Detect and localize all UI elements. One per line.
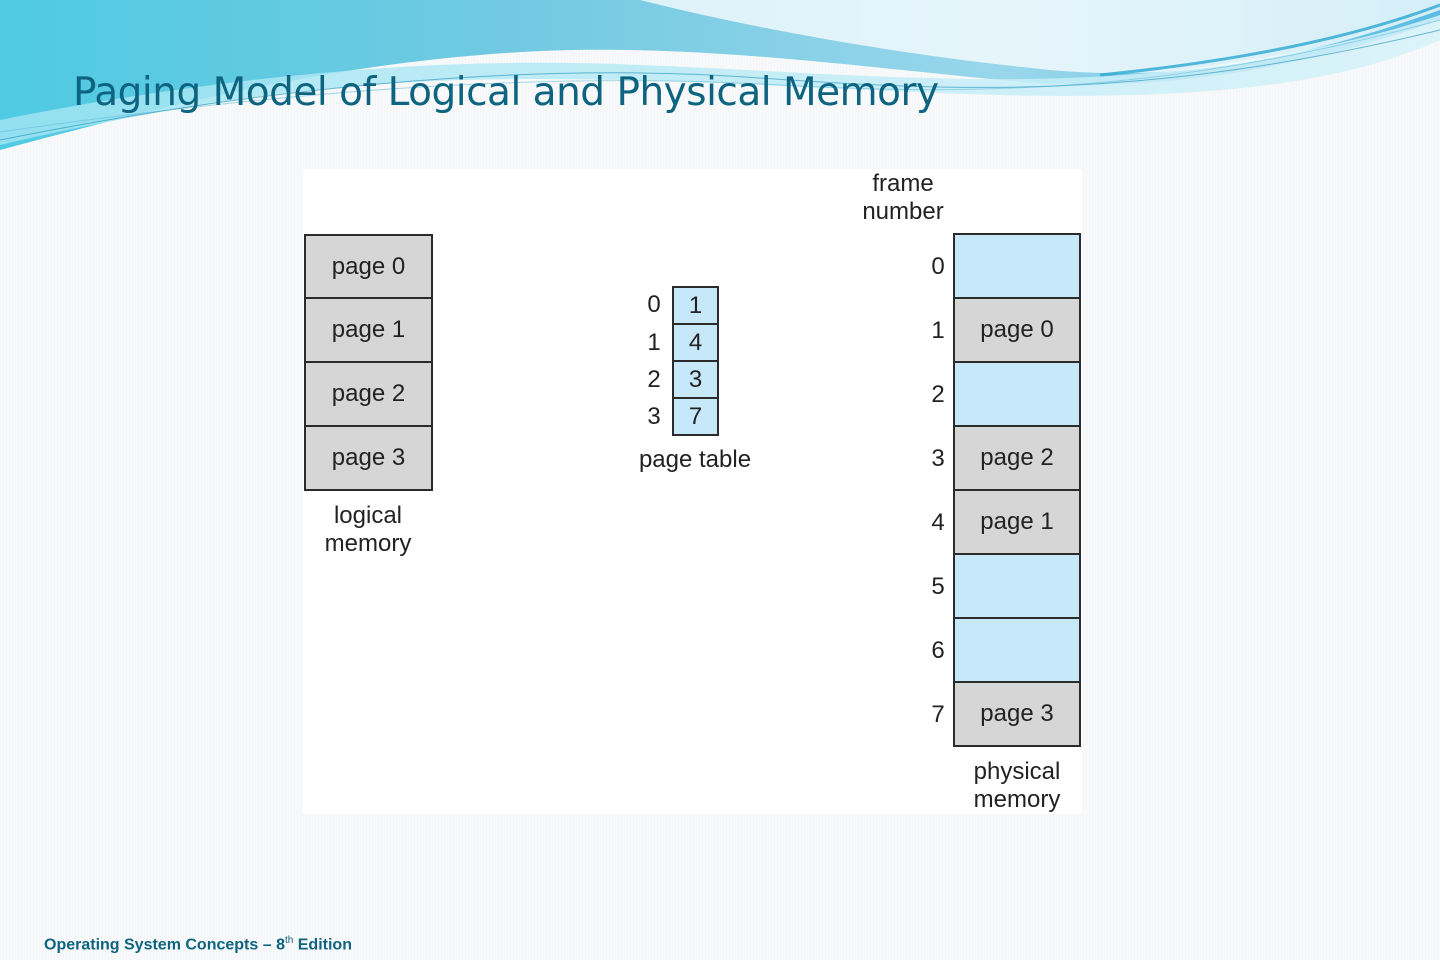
physical-frame-2 bbox=[953, 361, 1081, 427]
page-table-index: 3 bbox=[647, 403, 661, 430]
logical-page-0: page 0 bbox=[304, 234, 433, 299]
frame-number: 7 bbox=[931, 701, 945, 728]
frame-number-header-line2: number bbox=[862, 198, 944, 225]
logical-page-1: page 1 bbox=[304, 297, 433, 363]
frame-number: 2 bbox=[931, 381, 945, 408]
footer-suffix: Edition bbox=[293, 936, 352, 954]
physical-frame-6 bbox=[953, 617, 1081, 683]
frame-number: 0 bbox=[931, 253, 945, 280]
frame-number: 5 bbox=[931, 573, 945, 600]
frame-number: 4 bbox=[931, 509, 945, 536]
frame-number: 3 bbox=[931, 445, 945, 472]
footer-prefix: Operating System Concepts – 8 bbox=[44, 936, 285, 954]
logical-memory-caption-line2: memory bbox=[324, 530, 412, 557]
header-wave-decoration bbox=[0, 0, 1440, 150]
page-table-caption: page table bbox=[638, 446, 752, 473]
physical-frame-7: page 3 bbox=[953, 681, 1081, 747]
frame-number: 1 bbox=[931, 317, 945, 344]
physical-memory-caption-line1: physical bbox=[973, 758, 1061, 785]
logical-memory-caption-line1: logical bbox=[333, 502, 403, 529]
page-table-entry: 4 bbox=[672, 323, 719, 362]
physical-frame-4: page 1 bbox=[953, 489, 1081, 555]
frame-number-header-line1: frame bbox=[872, 170, 934, 197]
page-table-entry: 3 bbox=[672, 360, 719, 399]
slide-title: Paging Model of Logical and Physical Mem… bbox=[73, 70, 939, 115]
logical-page-3: page 3 bbox=[304, 425, 433, 491]
logical-page-2: page 2 bbox=[304, 361, 433, 427]
physical-memory-caption-line2: memory bbox=[973, 786, 1061, 813]
footer-text: Operating System Concepts – 8th Edition bbox=[44, 935, 352, 954]
physical-frame-3: page 2 bbox=[953, 425, 1081, 491]
physical-frame-1: page 0 bbox=[953, 297, 1081, 363]
page-table-index: 0 bbox=[647, 291, 661, 318]
page-table-entry: 7 bbox=[672, 397, 719, 436]
footer-superscript: th bbox=[284, 935, 294, 946]
paging-diagram: page 0 page 1 page 2 page 3 logical memo… bbox=[303, 169, 1082, 814]
page-table-entry: 1 bbox=[672, 286, 719, 325]
frame-number: 6 bbox=[931, 637, 945, 664]
page-table-index: 2 bbox=[647, 366, 661, 393]
physical-frame-0 bbox=[953, 233, 1081, 299]
page-table-index: 1 bbox=[647, 329, 661, 356]
physical-frame-5 bbox=[953, 553, 1081, 619]
